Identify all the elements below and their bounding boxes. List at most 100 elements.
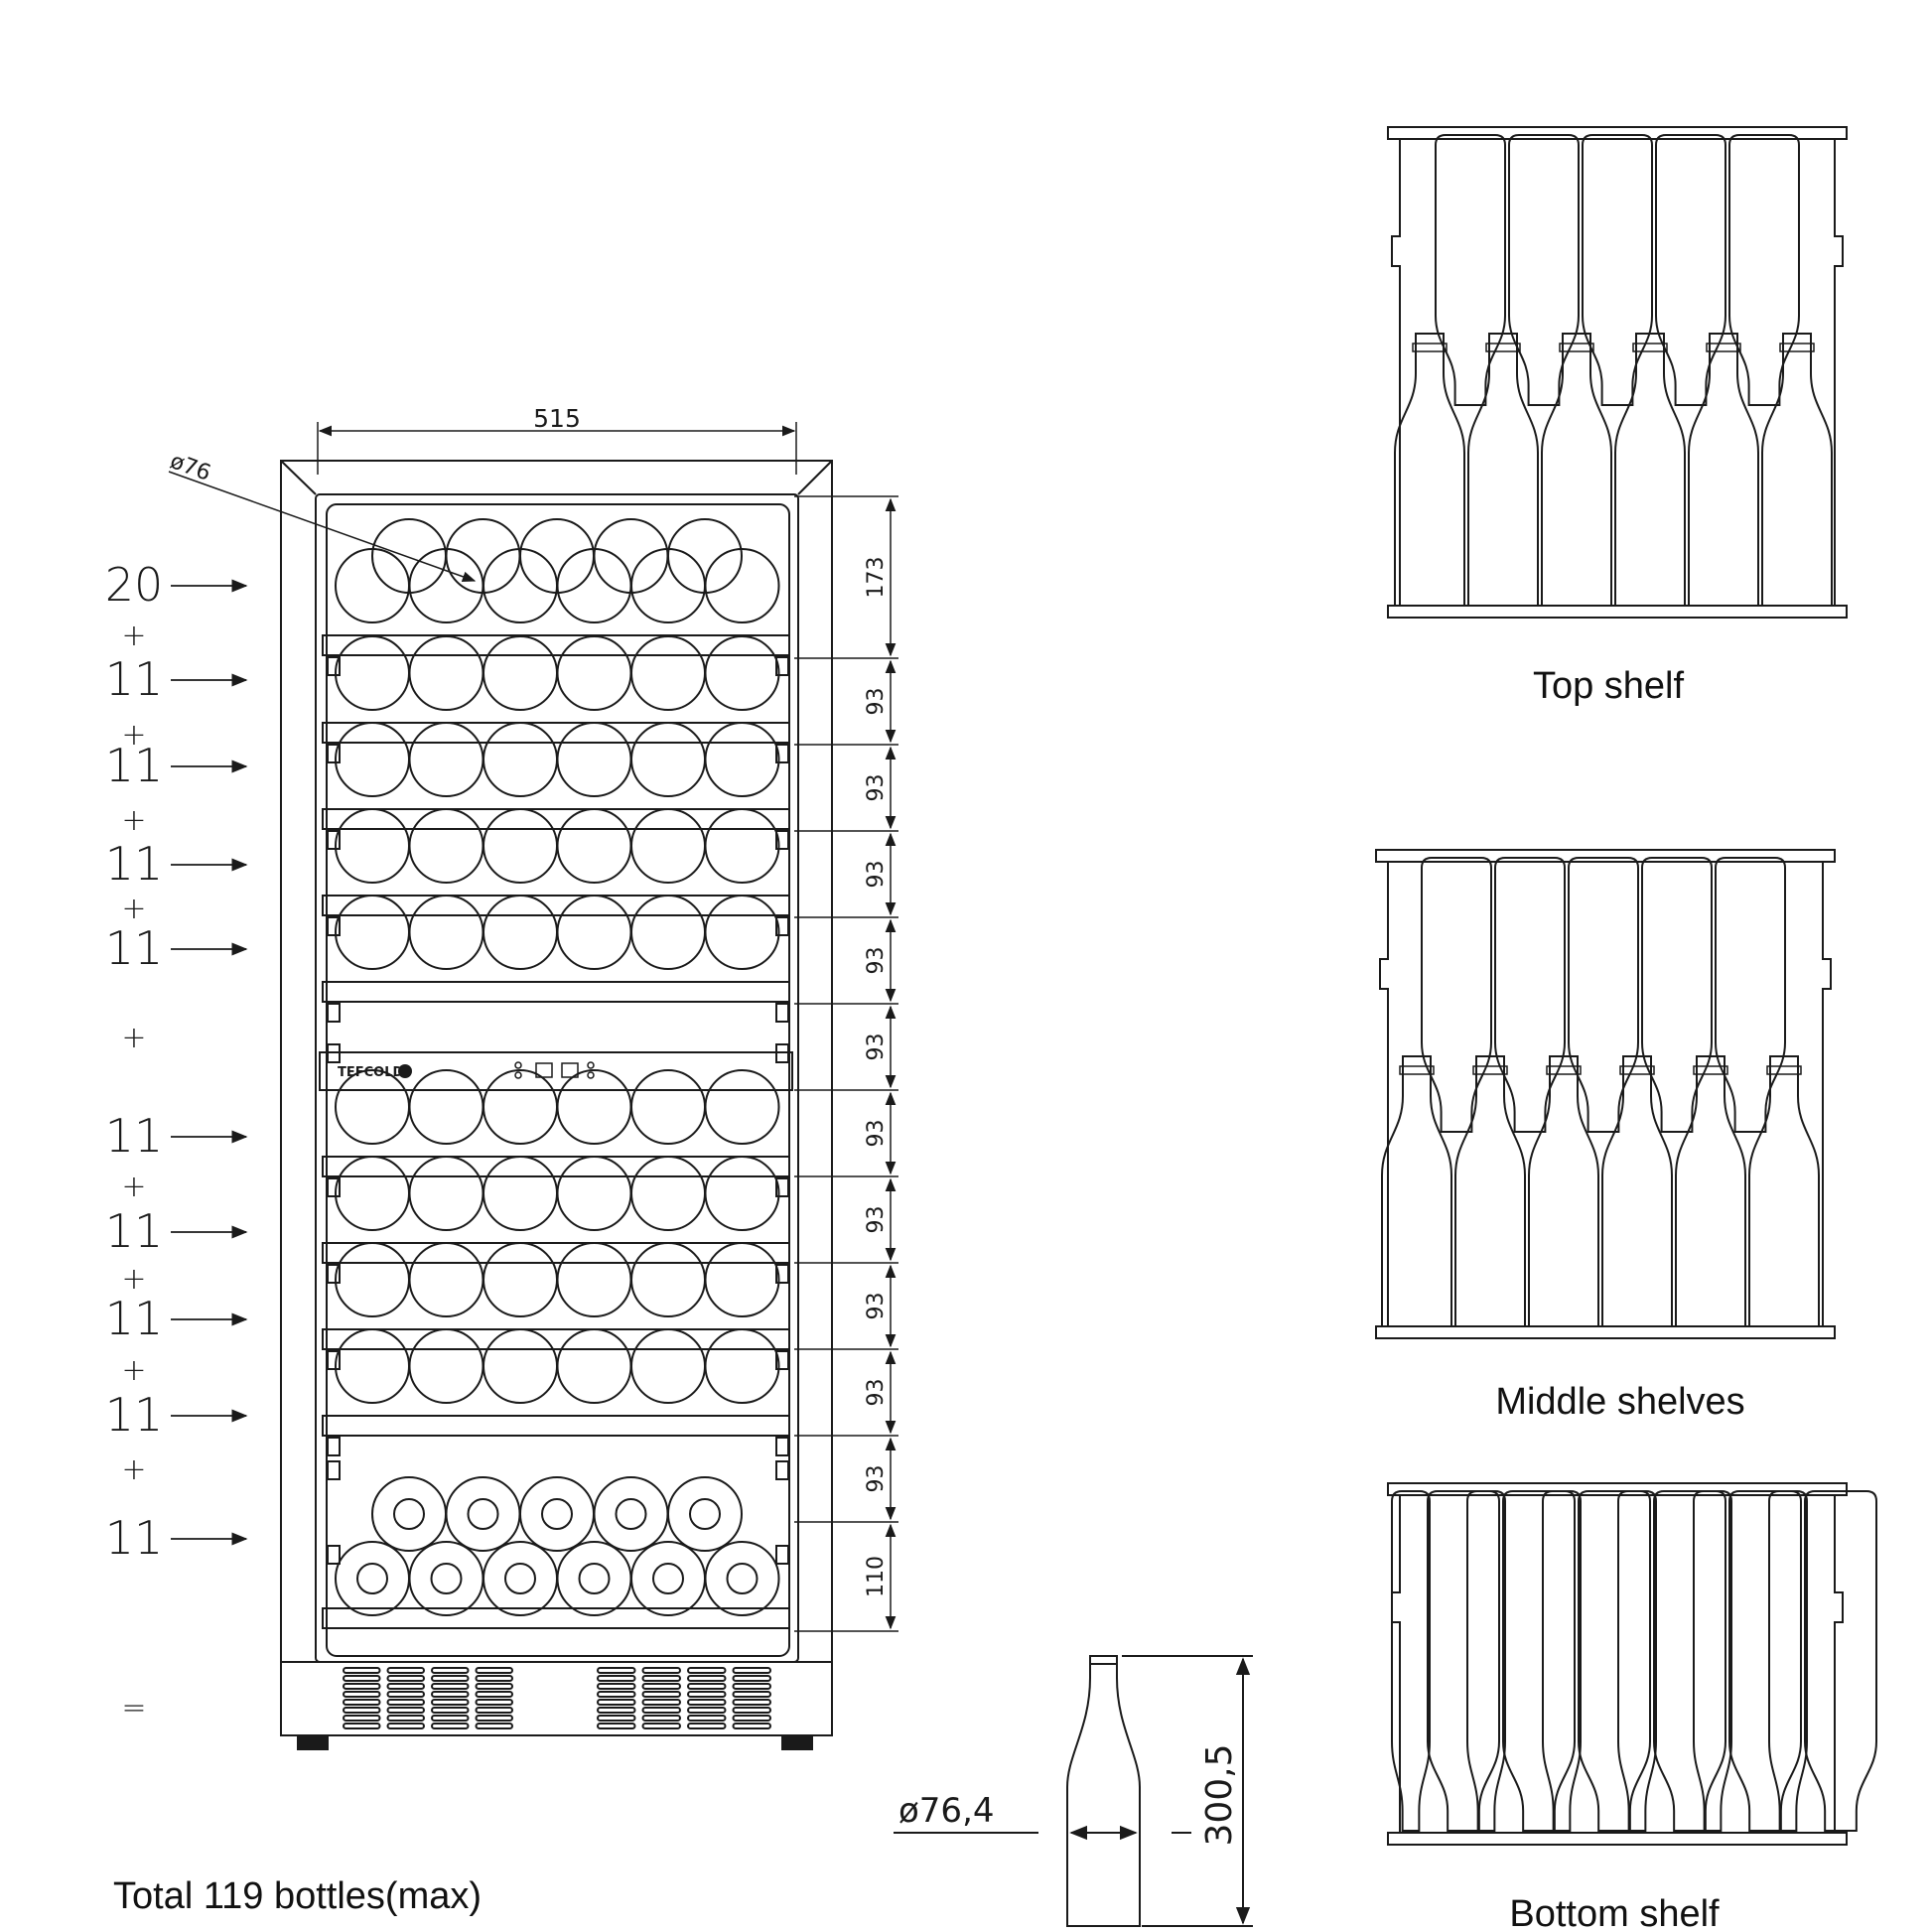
shelf-bottle — [1748, 1055, 1820, 1327]
vent-slot — [475, 1667, 513, 1674]
bottle-end — [630, 722, 706, 797]
vent-slot — [597, 1667, 636, 1674]
rail-notch — [327, 1003, 341, 1023]
vent-slot — [732, 1675, 771, 1682]
shelf-height-label: 93 — [864, 688, 889, 716]
shelf-board — [322, 895, 790, 916]
bottle-end — [408, 722, 484, 797]
vent-slot — [732, 1699, 771, 1706]
vent-slot — [641, 1683, 681, 1690]
vent-slot — [597, 1691, 636, 1698]
shelf-board — [322, 1607, 790, 1629]
shelf-bottle — [1394, 333, 1465, 607]
vent-slot — [641, 1707, 681, 1714]
vent-slot — [386, 1715, 425, 1722]
bottle-end — [704, 635, 780, 711]
vent-slot — [687, 1683, 727, 1690]
shelf-bottle — [1391, 1490, 1431, 1832]
shelf-side-wall — [1822, 862, 1832, 1326]
bottle-end — [483, 1156, 558, 1231]
bottom-shelf-side-view — [1387, 1482, 1877, 1846]
shelf-bottle — [1421, 857, 1492, 1133]
vent-slot — [475, 1683, 513, 1690]
shelf-bottle — [1728, 134, 1800, 406]
bottle-end — [630, 1069, 706, 1145]
bottle-end — [408, 895, 484, 970]
shelf-board — [322, 1156, 790, 1177]
bottle-end — [630, 1328, 706, 1404]
vent-slot — [597, 1683, 636, 1690]
bottle-end — [483, 722, 558, 797]
stored-bottles — [335, 518, 780, 1616]
shelf-board — [322, 1328, 790, 1350]
middle-shelves-side-view — [1375, 849, 1836, 1339]
shelf-height-label: 93 — [864, 1379, 889, 1407]
bottle-end — [630, 1156, 706, 1231]
bottle-end — [335, 1156, 410, 1231]
bottle-end — [630, 1242, 706, 1317]
rail-notch — [327, 656, 341, 676]
bottle-end — [556, 1156, 632, 1231]
vent-slot — [475, 1675, 513, 1682]
shelf-bottom-rail — [1387, 1832, 1848, 1846]
shelf-bottle — [1528, 1055, 1599, 1327]
vent-slot — [386, 1707, 425, 1714]
bottle-end — [408, 1242, 484, 1317]
bottle-diameter-label: ø76 — [167, 449, 214, 486]
shelf-bottle — [1761, 333, 1833, 607]
bottle-neck-band — [1472, 1065, 1508, 1075]
rail-notch — [775, 1460, 789, 1480]
bottle-end — [483, 1541, 558, 1616]
vent-slot — [431, 1723, 470, 1729]
bottle-neck-ring — [467, 1498, 499, 1530]
vent-slot — [687, 1715, 727, 1722]
capacity-count: 20 — [105, 558, 164, 612]
cabinet-inner-wall — [326, 503, 790, 1657]
top-shelf-side-view — [1387, 126, 1848, 619]
bottle-neck-ring — [541, 1498, 573, 1530]
vent-slot — [475, 1715, 513, 1722]
bottle-end — [335, 1541, 410, 1616]
vent-slot — [732, 1683, 771, 1690]
bottle-end — [667, 518, 743, 594]
rail-notch — [327, 1545, 341, 1565]
capacity-operator: + — [121, 1353, 146, 1388]
shelf-bottom-rail — [1375, 1325, 1836, 1339]
bottle-end — [704, 1541, 780, 1616]
vent-slot — [732, 1723, 771, 1729]
bottle-end — [630, 635, 706, 711]
bottle-end — [371, 1476, 447, 1552]
vent-slot — [431, 1715, 470, 1722]
vent-slot — [386, 1683, 425, 1690]
shelf-bottle — [1582, 134, 1653, 406]
bottle-neck-ring — [578, 1563, 611, 1594]
vent-slot — [431, 1699, 470, 1706]
diameter-leader — [168, 471, 477, 582]
shelf-bottle — [1435, 134, 1506, 406]
vent-slot — [641, 1675, 681, 1682]
bottle-neck-band — [1632, 343, 1668, 352]
bottle-end — [408, 1541, 484, 1616]
vent-slot — [732, 1691, 771, 1698]
bottle-end — [630, 808, 706, 884]
capacity-count: 11 — [105, 739, 164, 792]
vent-slot — [687, 1699, 727, 1706]
rail-notch — [775, 1003, 789, 1023]
rail-notch — [327, 1264, 341, 1284]
shelf-board — [322, 808, 790, 830]
shelf-height-label: 93 — [864, 774, 889, 802]
vent-slot — [386, 1699, 425, 1706]
vent-slot — [641, 1691, 681, 1698]
shelf-height-label: 93 — [864, 947, 889, 975]
bottle-neck-ring — [504, 1563, 536, 1594]
shelf-bottle — [1542, 1490, 1582, 1832]
vent-slot — [687, 1707, 727, 1714]
rail-notch — [775, 830, 789, 850]
bottle-end — [667, 1476, 743, 1552]
bottle-end — [483, 635, 558, 711]
bottle-end — [556, 1328, 632, 1404]
bottle-end — [630, 1541, 706, 1616]
shelf-board — [322, 634, 790, 656]
shelf-bottle — [1494, 857, 1566, 1133]
shelf-board — [322, 1242, 790, 1264]
